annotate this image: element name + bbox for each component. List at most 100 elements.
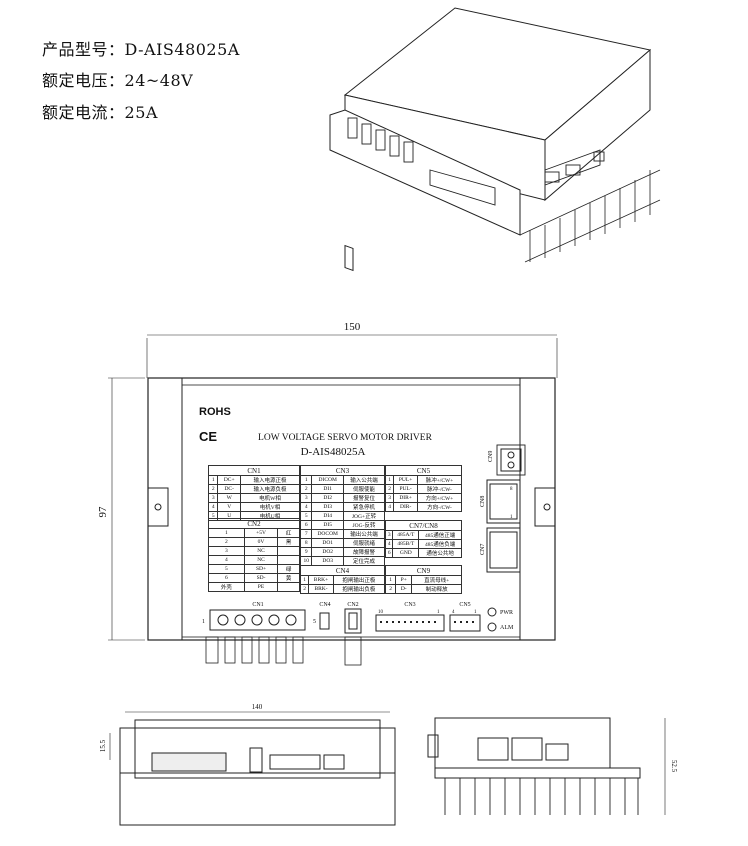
table-cell: DC-	[217, 484, 241, 494]
table-cell: 3	[207, 493, 219, 503]
table-cell	[277, 582, 300, 592]
table-cell: 黑	[277, 537, 300, 547]
spec-value: D-AIS48025A	[124, 40, 240, 59]
table-cell: 方向-/CW-	[416, 502, 463, 512]
product-model: D-AIS48025A	[301, 446, 366, 458]
table-cell: D-	[395, 584, 413, 594]
table-cell: 抱闸输出负极	[332, 584, 386, 594]
mounting-hole	[543, 503, 551, 511]
table-cell: 485B/T	[392, 539, 420, 549]
label-cn4: CN4	[319, 602, 330, 608]
table-cell: 绿	[277, 564, 300, 574]
table-cell: 4	[299, 502, 313, 512]
table-cell: 通信公共地	[418, 548, 462, 558]
mounting-hole	[154, 503, 162, 511]
table-cell: DI5	[311, 520, 344, 530]
table-cell: 4	[384, 539, 394, 549]
table-cell: 脉冲-/CW-	[416, 484, 463, 494]
table-cell: 输出公共端	[342, 529, 386, 539]
table-cell: DIR-	[393, 502, 418, 512]
table-cell: NC	[243, 546, 279, 556]
label-cn7: CN7	[480, 544, 486, 555]
pin-label: 1	[510, 515, 513, 520]
table-cell: JOG+正转	[342, 511, 386, 521]
spec-voltage: 额定电压：24~48V	[42, 67, 193, 91]
table-cell: 1	[384, 475, 395, 485]
table-cell: 3	[208, 546, 245, 556]
table-cell: PUL-	[393, 484, 418, 494]
table-cell: V	[217, 502, 241, 512]
table-cell: 8	[299, 538, 313, 548]
dimension-width: 150	[344, 321, 361, 333]
table-cell: 外壳	[208, 582, 245, 592]
table-cell: 脉冲+/CW+	[416, 475, 463, 485]
side-height-dim: 52.5	[670, 760, 678, 773]
spec-label: 额定电压：	[42, 71, 125, 90]
table-cell: DI3	[311, 502, 344, 512]
side-view-drawing	[427, 717, 666, 815]
pin-label: 5	[313, 619, 316, 625]
spec-value: 25A	[124, 103, 158, 122]
table-cell: 1	[207, 475, 219, 485]
table-cell: 6	[384, 548, 394, 558]
table-cell: P+	[395, 575, 413, 585]
table-cell: 5	[208, 564, 245, 574]
table-title: CN7/CN8	[385, 520, 462, 531]
table-cell: 1	[299, 575, 310, 585]
table-cell: 2	[384, 484, 395, 494]
pin-label: 10	[378, 610, 384, 615]
table-cell: 1	[384, 575, 397, 585]
table-cell: 红	[277, 528, 300, 538]
table-cell: 9	[299, 547, 313, 557]
bottom-width-dim: 140	[252, 703, 263, 711]
label-cn5: CN5	[459, 602, 470, 608]
spec-model: 产品型号：D-AIS48025A	[42, 36, 240, 60]
pin-label: 1	[202, 619, 205, 625]
table-cell: 方向+/CW+	[416, 493, 463, 503]
spec-current: 额定电流：25A	[42, 99, 158, 123]
spec-value: 24~48V	[124, 71, 194, 90]
pwr-led-label: PWR	[500, 610, 513, 616]
table-cell: 报警复位	[342, 493, 386, 503]
table-cell: 抱闸输出正极	[332, 575, 386, 585]
table-cell: DICOM	[311, 475, 344, 485]
table-cell: DO2	[311, 547, 344, 557]
table-cell: 4	[207, 502, 219, 512]
table-cell: GND	[392, 548, 420, 558]
label-cn9: CN9	[488, 451, 494, 462]
spec-label: 额定电流：	[42, 103, 125, 122]
table-cell: 黄	[277, 573, 300, 583]
table-cell: DOCOM	[311, 529, 344, 539]
table-cell: 485通信负端	[418, 539, 462, 549]
table-title: CN5	[385, 465, 462, 476]
label-cn8: CN8	[480, 496, 486, 507]
table-cell: 2	[207, 484, 219, 494]
table-cell: BRK-	[308, 584, 334, 594]
table-cell: 制动释放	[411, 584, 462, 594]
table-title: CN4	[300, 565, 385, 576]
